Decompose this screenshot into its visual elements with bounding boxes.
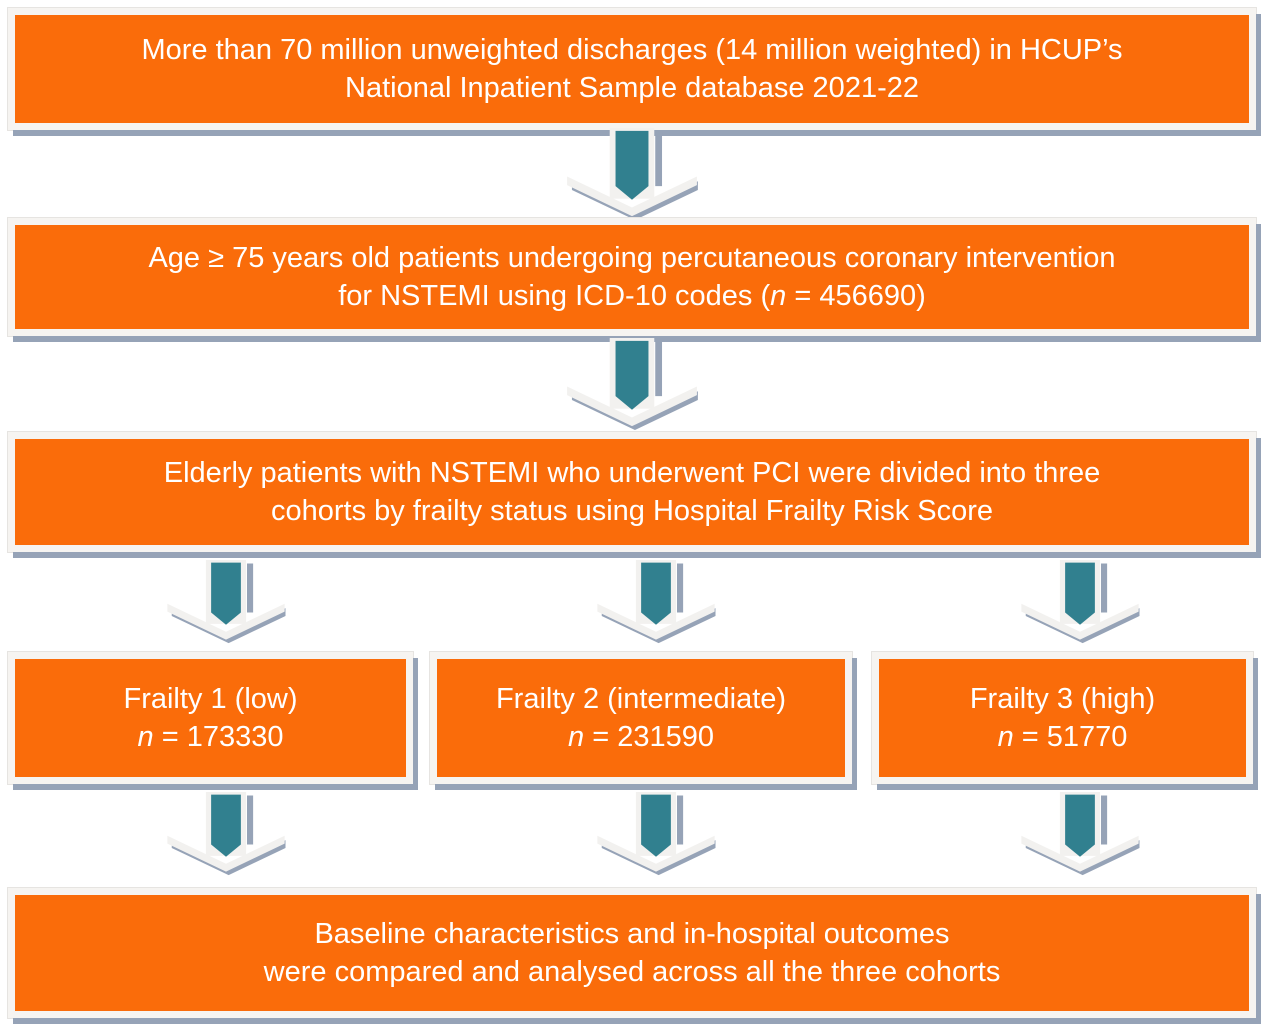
box-cohort-division: Elderly patients with NSTEMI who underwe… [8, 432, 1256, 552]
box-text-line: More than 70 million unweighted discharg… [141, 34, 1123, 66]
down-arrow-icon [1021, 792, 1140, 876]
down-arrow-icon [597, 792, 716, 876]
arrow-slot [1014, 792, 1146, 876]
box-text-line: n = 173330 [137, 721, 284, 753]
box-text-line: Elderly patients with NSTEMI who underwe… [163, 457, 1101, 489]
down-arrow-icon [167, 792, 286, 876]
box-frailty-high: Frailty 3 (high) n = 51770 [872, 652, 1253, 784]
box-database-source: More than 70 million unweighted discharg… [8, 8, 1256, 130]
arrow-slot [160, 792, 292, 876]
flowchart-stack: More than 70 million unweighted discharg… [8, 8, 1256, 1018]
arrow-slot [1014, 560, 1146, 644]
box-text-line: Frailty 3 (high) [969, 683, 1156, 715]
box-text-line: n = 231590 [568, 721, 714, 753]
down-arrow-icon [597, 560, 716, 644]
box-text-line: Age ≥ 75 years old patients undergoing p… [148, 242, 1116, 274]
box-text-line: Frailty 1 (low) [123, 683, 298, 715]
down-arrow-icon [567, 337, 698, 430]
box-frailty-intermediate: Frailty 2 (intermediate) n = 231590 [430, 652, 852, 784]
cohort-row: Frailty 1 (low) n = 173330 Frailty 2 (in… [8, 652, 1256, 784]
box-inclusion-criteria: Age ≥ 75 years old patients undergoing p… [8, 218, 1256, 336]
box-text-line: Baseline characteristics and in-hospital… [314, 918, 950, 950]
arrow-zone [8, 784, 1256, 888]
box-text-line: cohorts by frailty status using Hospital… [270, 495, 994, 527]
box-text-line: for NSTEMI using ICD-10 codes (n = 45669… [338, 280, 926, 312]
down-arrow-icon [1021, 560, 1140, 644]
arrow-zone [8, 336, 1256, 432]
down-arrow-icon [167, 560, 286, 644]
box-text-line: Frailty 2 (intermediate) [495, 683, 787, 715]
arrow-slot [590, 792, 722, 876]
box-text-line: National Inpatient Sample database 2021-… [345, 72, 919, 104]
box-outcomes-comparison: Baseline characteristics and in-hospital… [8, 888, 1256, 1018]
arrow-zone [8, 552, 1256, 652]
box-frailty-low: Frailty 1 (low) n = 173330 [8, 652, 413, 784]
arrow-slot [590, 560, 722, 644]
box-text-line: were compared and analysed across all th… [263, 956, 1001, 988]
arrow-zone [8, 127, 1256, 220]
box-text-line: n = 51770 [997, 721, 1128, 753]
down-arrow-icon [567, 127, 698, 220]
arrow-slot [160, 560, 292, 644]
